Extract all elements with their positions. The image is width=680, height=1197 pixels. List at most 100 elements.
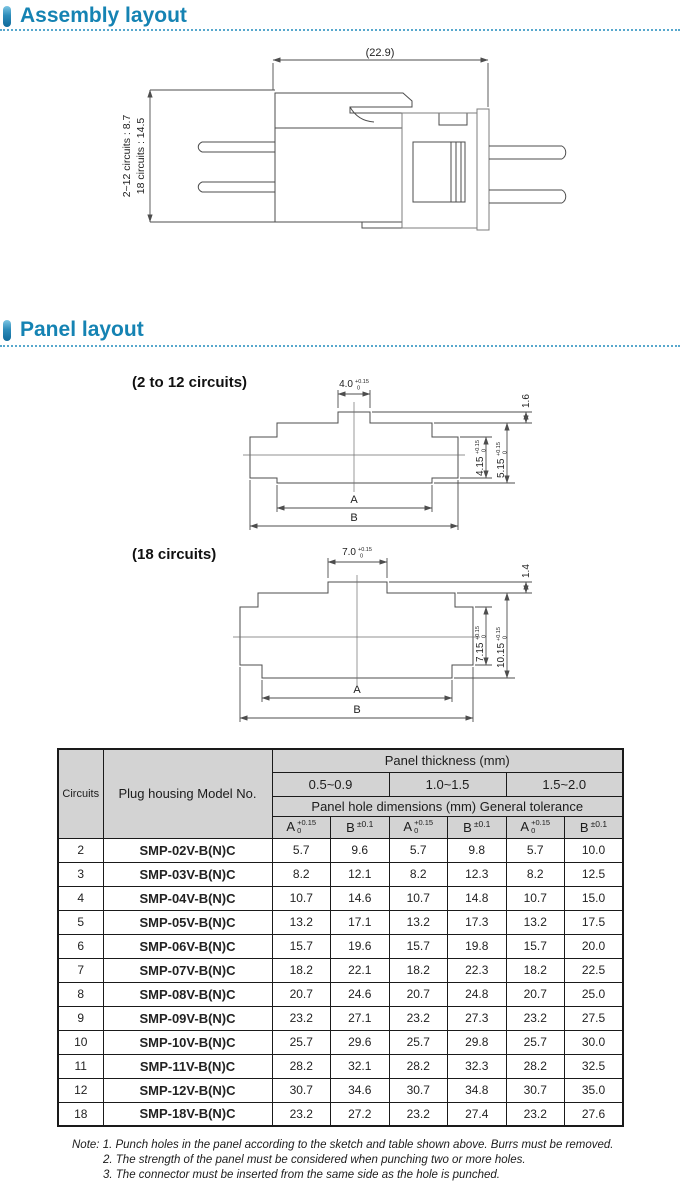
wires [197, 141, 567, 204]
col-header-b: B±0.1 [447, 815, 507, 839]
row-model: SMP-02V-B(N)C [102, 837, 273, 863]
col-header-range: 0.5~0.9 [271, 771, 390, 797]
row-value: 32.1 [330, 1053, 390, 1079]
row-value: 32.5 [564, 1053, 624, 1079]
col-header-range: 1.5~2.0 [505, 771, 624, 797]
svg-text:1.4: 1.4 [521, 564, 532, 578]
row-value: 27.2 [330, 1101, 390, 1127]
svg-text:+0.15: +0.15 [358, 547, 372, 553]
row-model: SMP-10V-B(N)C [102, 1029, 273, 1055]
row-value: 23.2 [271, 1005, 331, 1031]
svg-text:+0.15: +0.15 [475, 440, 481, 454]
row-value: 34.6 [330, 1077, 390, 1103]
row-value: 18.2 [388, 957, 448, 983]
dim-slot-width: 4.0 +0.15 0 [337, 379, 371, 408]
panel-hole-drawing-18: 7.0 +0.15 0 1.4 7.15 +0.15 0 10.15 [233, 547, 532, 722]
row-value: 30.7 [271, 1077, 331, 1103]
row-value: 14.8 [447, 885, 507, 911]
row-value: 28.2 [388, 1053, 448, 1079]
row-value: 5.7 [388, 837, 448, 863]
dim-b: B [239, 667, 474, 722]
row-value: 14.6 [330, 885, 390, 911]
svg-text:0: 0 [360, 554, 363, 560]
row-value: 23.2 [388, 1101, 448, 1127]
svg-text:0: 0 [503, 451, 509, 454]
row-value: 8.2 [271, 861, 331, 887]
row-value: 27.1 [330, 1005, 390, 1031]
row-value: 22.3 [447, 957, 507, 983]
section-title-panel: Panel layout [20, 318, 144, 341]
row-model: SMP-05V-B(N)C [102, 909, 273, 935]
dim-a: A [261, 680, 453, 702]
row-value: 25.7 [388, 1029, 448, 1055]
row-value: 19.6 [330, 933, 390, 959]
row-value: 10.0 [564, 837, 624, 863]
row-circuits: 4 [57, 885, 104, 911]
svg-text:0: 0 [482, 449, 488, 452]
row-value: 24.6 [330, 981, 390, 1007]
row-value: 23.2 [505, 1101, 565, 1127]
row-value: 10.7 [271, 885, 331, 911]
row-value: 32.3 [447, 1053, 507, 1079]
section-bullet-icon [3, 5, 11, 27]
row-value: 5.7 [505, 837, 565, 863]
note-line: 3. The connector must be inserted from t… [103, 1169, 500, 1181]
row-value: 17.3 [447, 909, 507, 935]
row-value: 12.1 [330, 861, 390, 887]
row-value: 25.7 [271, 1029, 331, 1055]
row-value: 20.7 [388, 981, 448, 1007]
row-model: SMP-06V-B(N)C [102, 933, 273, 959]
note-line: 2. The strength of the panel must be con… [103, 1154, 526, 1166]
row-value: 9.6 [330, 837, 390, 863]
row-value: 30.7 [505, 1077, 565, 1103]
dim-b: B [249, 480, 459, 530]
col-header-b: B±0.1 [564, 815, 624, 839]
row-circuits: 12 [57, 1077, 104, 1103]
row-value: 27.6 [564, 1101, 624, 1127]
row-circuits: 3 [57, 861, 104, 887]
row-circuits: 18 [57, 1101, 104, 1127]
dim-label-height-small: 2~12 circuits : 8.7 [121, 115, 133, 198]
notes-block: Note: 1. Punch holes in the panel accord… [72, 1138, 652, 1183]
row-value: 28.2 [271, 1053, 331, 1079]
row-value: 20.0 [564, 933, 624, 959]
row-circuits: 8 [57, 981, 104, 1007]
row-model: SMP-04V-B(N)C [102, 885, 273, 911]
svg-text:4.0: 4.0 [339, 379, 353, 390]
row-value: 12.5 [564, 861, 624, 887]
svg-text:7.15: 7.15 [475, 642, 486, 662]
row-value: 13.2 [505, 909, 565, 935]
row-value: 30.0 [564, 1029, 624, 1055]
col-header-range: 1.0~1.5 [388, 771, 507, 797]
dim-tab-height: 1.6 [372, 394, 532, 424]
svg-text:0: 0 [482, 635, 488, 638]
panel-hole-drawing-2to12: 4.0 +0.15 0 1.6 4.15 +0.15 0 5.15 [243, 379, 532, 530]
row-value: 15.7 [271, 933, 331, 959]
svg-text:B: B [353, 704, 360, 716]
col-header-b: B±0.1 [330, 815, 390, 839]
row-value: 9.8 [447, 837, 507, 863]
row-value: 5.7 [271, 837, 331, 863]
row-value: 34.8 [447, 1077, 507, 1103]
row-value: 19.8 [447, 933, 507, 959]
row-model: SMP-09V-B(N)C [102, 1005, 273, 1031]
row-value: 25.0 [564, 981, 624, 1007]
row-value: 27.4 [447, 1101, 507, 1127]
svg-text:+0.15: +0.15 [475, 626, 481, 640]
row-model: SMP-11V-B(N)C [102, 1053, 273, 1079]
row-value: 15.0 [564, 885, 624, 911]
row-value: 25.7 [505, 1029, 565, 1055]
row-model: SMP-07V-B(N)C [102, 957, 273, 983]
row-value: 27.3 [447, 1005, 507, 1031]
row-value: 18.2 [505, 957, 565, 983]
